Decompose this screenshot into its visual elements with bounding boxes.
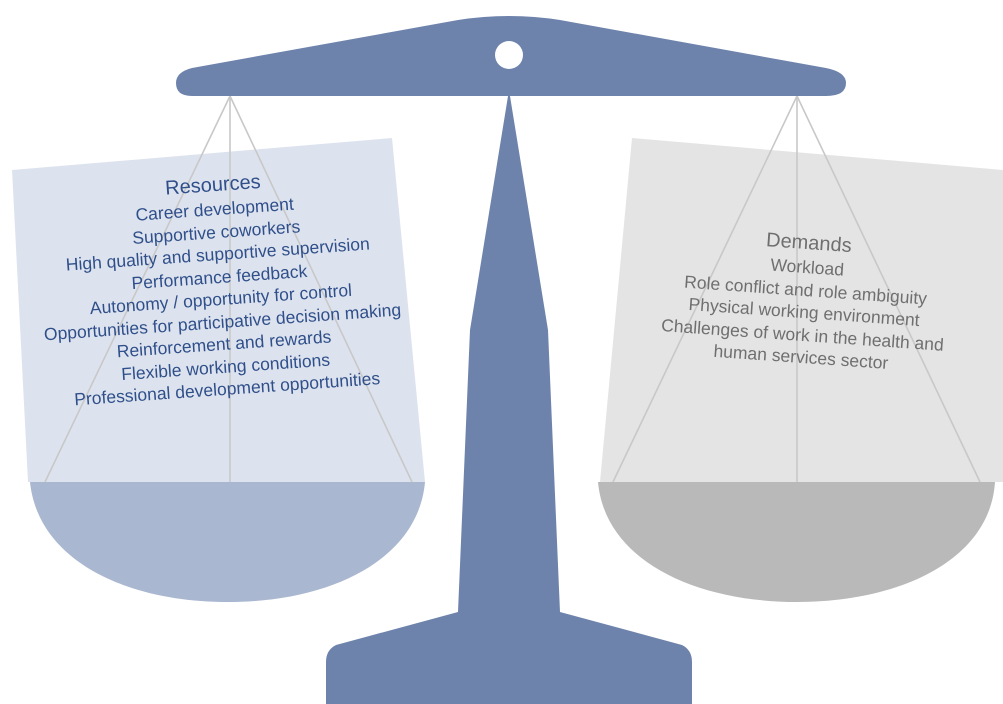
demands-card [600,138,1003,482]
resources-strings [44,95,413,483]
demands-strings [612,95,981,483]
demands-list: Demands Workload Role conflict and role … [636,219,975,380]
pivot-hole [495,41,523,69]
resources-list: Resources Career development Supportive … [18,159,423,414]
scale-post [326,90,692,704]
resources-card [12,138,425,482]
resources-pan [30,482,425,602]
demands-pan [598,482,995,602]
